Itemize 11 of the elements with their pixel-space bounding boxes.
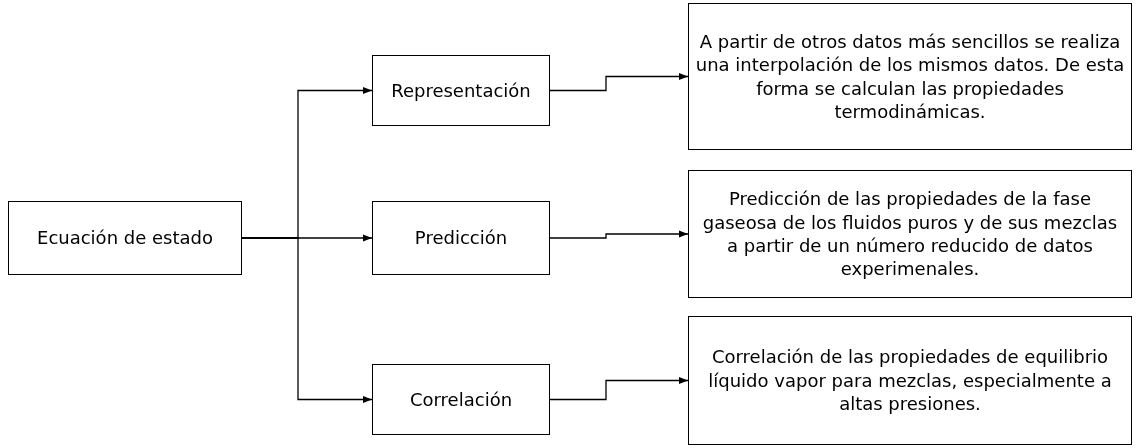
process-box: Correlación	[372, 364, 550, 435]
description-box: Predicción de las propiedades de la fase gaseosa de los fluidos puros y de sus mezclas a partir de un número reducido de datos experimenales.	[688, 170, 1132, 298]
arrow	[241, 237, 373, 404]
process-box: Predicción	[372, 201, 550, 275]
arrow	[549, 230, 689, 239]
process-box: Representación	[372, 55, 550, 126]
process-box: Ecuación de estado	[8, 201, 242, 275]
arrow	[549, 376, 689, 401]
description-box: Correlación de las propiedades de equilibrio líquido vapor para mezclas, especialmente a altas presiones.	[688, 316, 1132, 445]
description-box: A partir de otros datos más sencillos se realiza una interpolación de los mismos datos. De esta forma se calculan las propiedades termodinámicas.	[688, 3, 1132, 150]
arrow	[549, 72, 689, 92]
